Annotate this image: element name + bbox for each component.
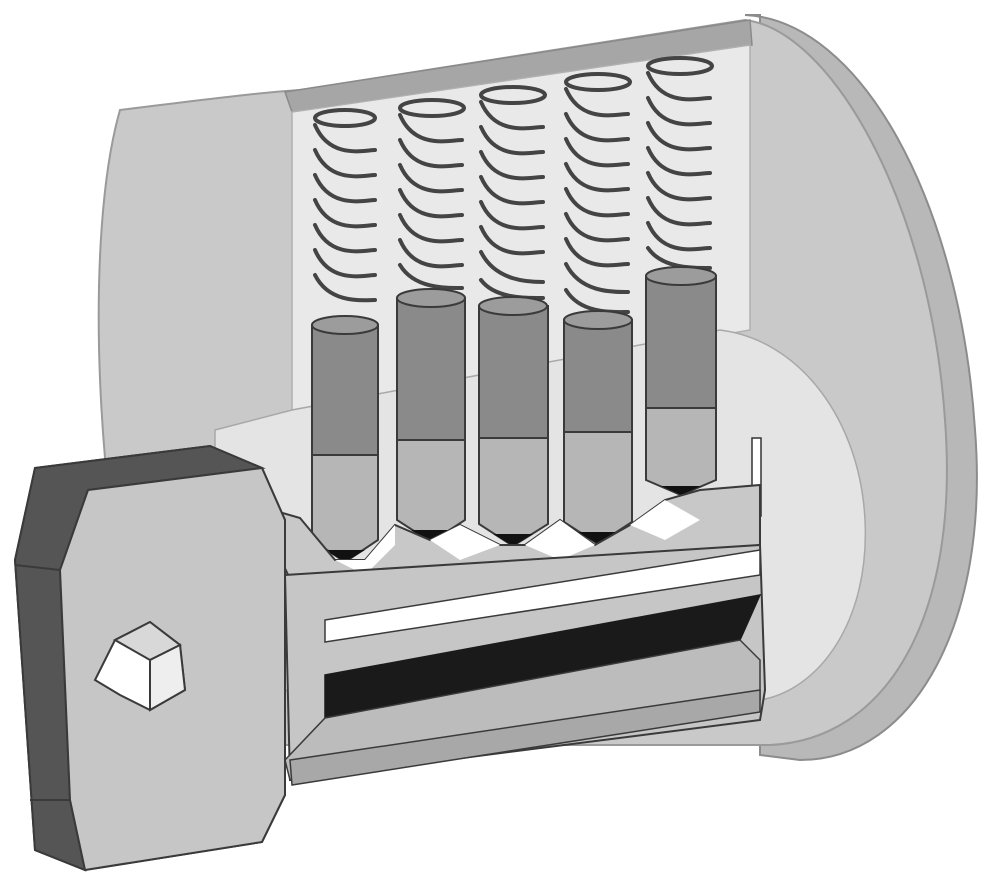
pin-stack-3 — [479, 297, 548, 546]
driver-pin-3 — [479, 306, 548, 438]
pin-stack-5 — [646, 267, 716, 495]
key-pin-3 — [479, 438, 548, 546]
key-pin-5 — [646, 408, 716, 495]
pin-stack-1 — [312, 316, 378, 562]
driver-pin-2 — [397, 298, 465, 440]
pin-stack-4 — [564, 311, 632, 544]
driver-pin-5 — [646, 276, 716, 408]
driver-pin-4 — [564, 320, 632, 432]
key-pin-4 — [564, 432, 632, 544]
driver-pin-1 — [312, 325, 378, 455]
pin-stack-2 — [397, 289, 465, 542]
